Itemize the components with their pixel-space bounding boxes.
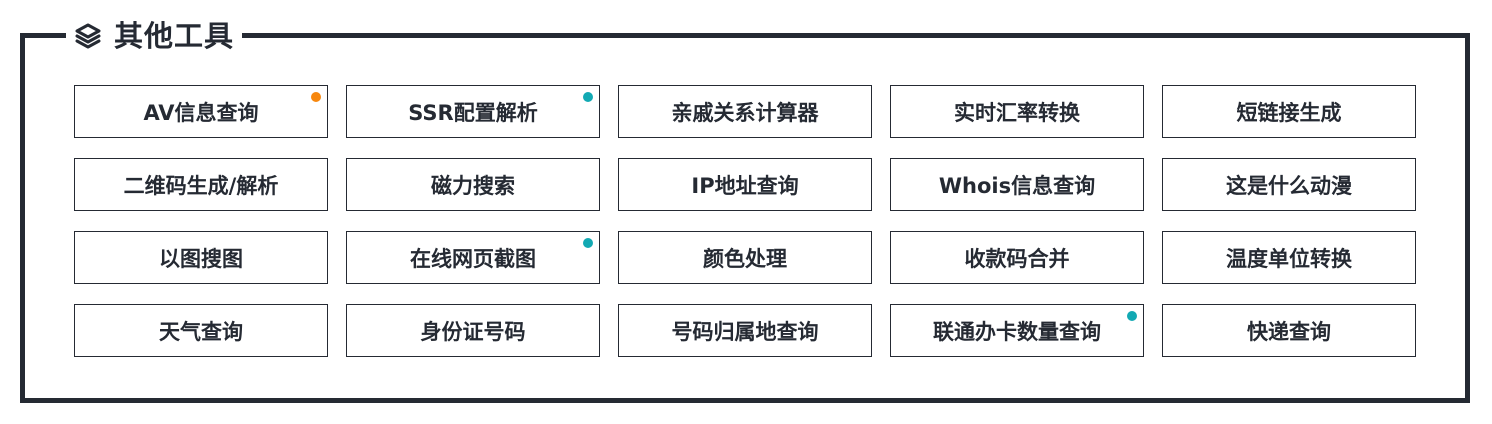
tool-label: SSR配置解析 <box>408 100 538 125</box>
tool-label: 磁力搜索 <box>431 173 515 198</box>
tool-unicom-card-count[interactable]: 联通办卡数量查询 <box>890 304 1144 357</box>
tools-grid: AV信息查询 SSR配置解析 亲戚关系计算器 实时汇率转换 短链接生成 二维码生… <box>74 85 1416 357</box>
other-tools-panel <box>20 33 1470 403</box>
tool-label: 短链接生成 <box>1236 100 1342 125</box>
tool-phone-location[interactable]: 号码归属地查询 <box>618 304 872 357</box>
tool-magnet-search[interactable]: 磁力搜索 <box>346 158 600 211</box>
new-badge-dot <box>1127 311 1137 321</box>
tool-label: 以图搜图 <box>159 246 243 271</box>
tool-weather[interactable]: 天气查询 <box>74 304 328 357</box>
tool-ip-lookup[interactable]: IP地址查询 <box>618 158 872 211</box>
tool-color-processing[interactable]: 颜色处理 <box>618 231 872 284</box>
tool-label: 二维码生成/解析 <box>123 173 279 198</box>
tool-express-tracking[interactable]: 快递查询 <box>1162 304 1416 357</box>
tool-webpage-screenshot[interactable]: 在线网页截图 <box>346 231 600 284</box>
tool-payment-code-merge[interactable]: 收款码合并 <box>890 231 1144 284</box>
tool-short-link[interactable]: 短链接生成 <box>1162 85 1416 138</box>
tool-label: 联通办卡数量查询 <box>933 319 1101 344</box>
tool-exchange-rate[interactable]: 实时汇率转换 <box>890 85 1144 138</box>
tool-label: 实时汇率转换 <box>954 100 1080 125</box>
tool-label: 身份证号码 <box>420 319 526 344</box>
new-badge-dot <box>583 238 593 248</box>
tool-anime-search[interactable]: 这是什么动漫 <box>1162 158 1416 211</box>
tool-av-info-query[interactable]: AV信息查询 <box>74 85 328 138</box>
tool-label: 颜色处理 <box>703 246 787 271</box>
section-header: 其他工具 <box>66 16 243 56</box>
tool-ssr-config-parse[interactable]: SSR配置解析 <box>346 85 600 138</box>
tool-label: Whois信息查询 <box>938 173 1096 198</box>
tool-qrcode[interactable]: 二维码生成/解析 <box>74 158 328 211</box>
tool-label: 这是什么动漫 <box>1226 173 1352 198</box>
new-badge-dot <box>583 92 593 102</box>
section-title: 其他工具 <box>114 19 235 53</box>
tool-temperature-convert[interactable]: 温度单位转换 <box>1162 231 1416 284</box>
tool-relative-calculator[interactable]: 亲戚关系计算器 <box>618 85 872 138</box>
layers-icon <box>74 22 102 50</box>
tool-whois[interactable]: Whois信息查询 <box>890 158 1144 211</box>
tool-label: 收款码合并 <box>964 246 1070 271</box>
tool-label: 号码归属地查询 <box>671 319 819 344</box>
tool-reverse-image-search[interactable]: 以图搜图 <box>74 231 328 284</box>
tool-id-card[interactable]: 身份证号码 <box>346 304 600 357</box>
tool-label: AV信息查询 <box>143 100 259 125</box>
tool-label: 亲戚关系计算器 <box>671 100 819 125</box>
tool-label: 温度单位转换 <box>1226 246 1352 271</box>
tool-label: 快递查询 <box>1247 319 1331 344</box>
tool-label: IP地址查询 <box>691 173 799 198</box>
tool-label: 在线网页截图 <box>410 246 536 271</box>
tool-label: 天气查询 <box>159 319 243 344</box>
new-badge-dot <box>311 92 321 102</box>
